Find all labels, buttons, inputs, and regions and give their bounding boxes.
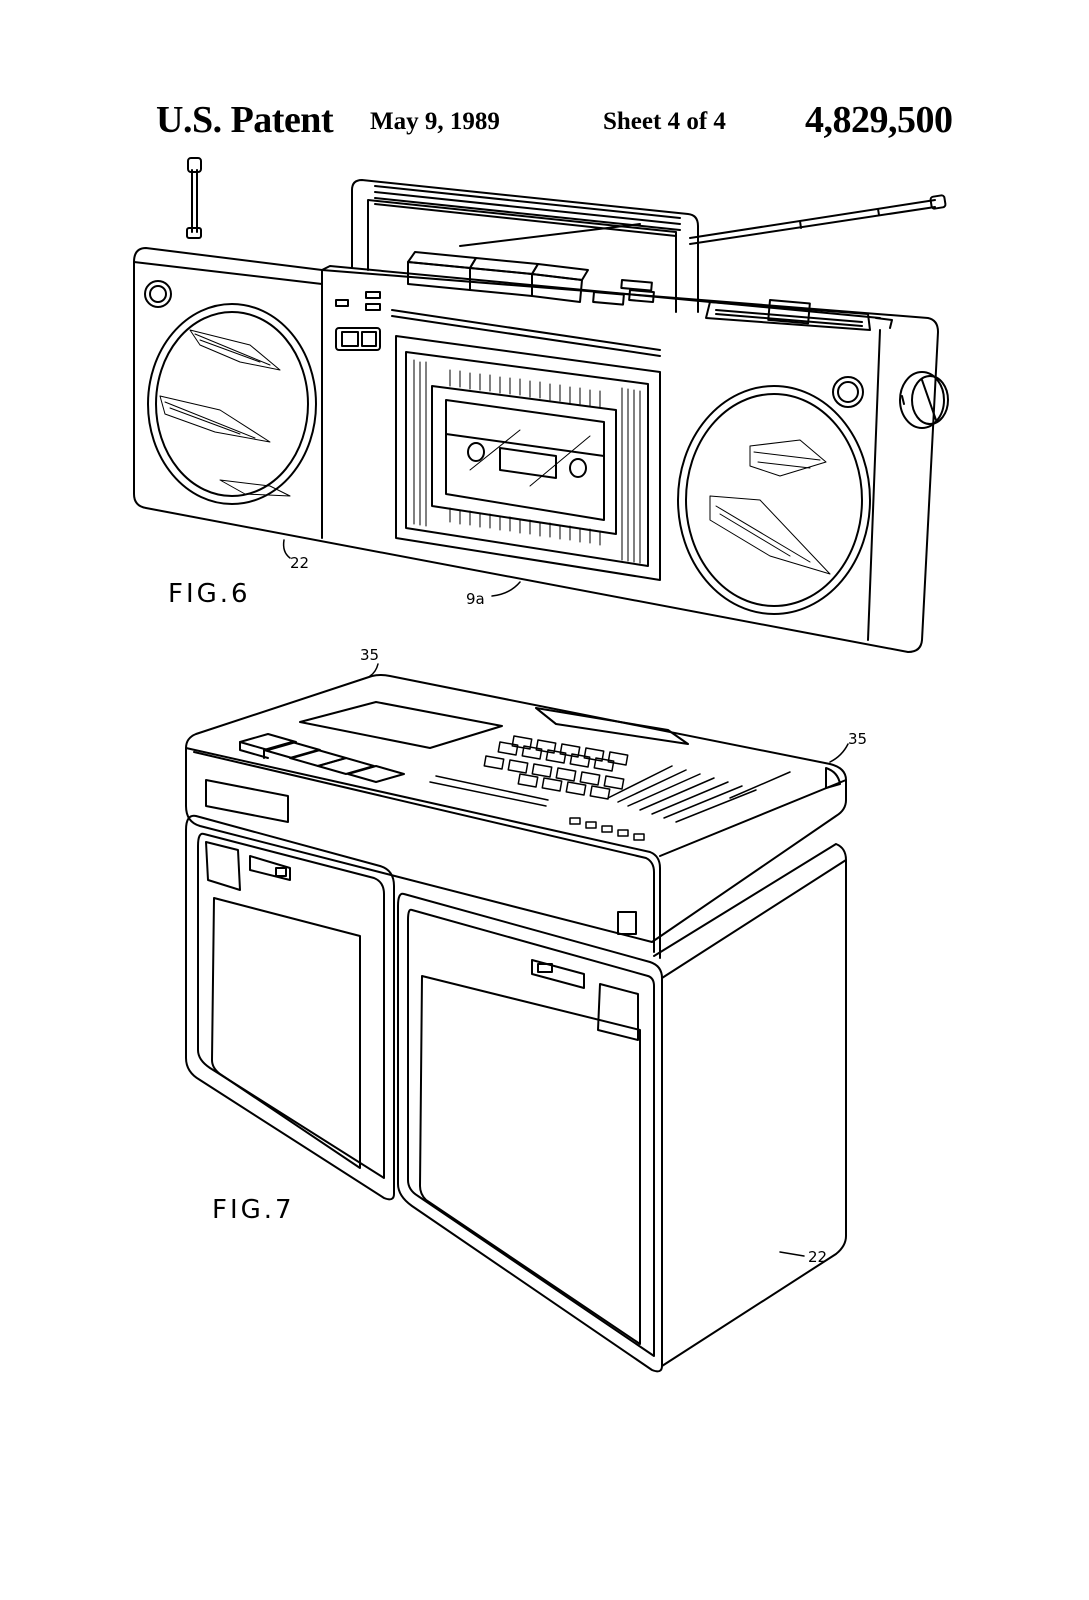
- left-speaker-box: [185, 814, 395, 1201]
- cassette-door: [395, 335, 661, 581]
- patent-title: U.S. Patent: [156, 99, 334, 141]
- deck-corner-button: [617, 911, 637, 935]
- deck-keys: [239, 733, 405, 783]
- switch-control: [335, 327, 381, 351]
- fig6-ref-9a: 9a: [466, 590, 485, 608]
- sheet-indicator: Sheet 4 of 4: [603, 108, 726, 135]
- fig7-ref-22: 22: [808, 1248, 827, 1266]
- transport-keys: [407, 251, 655, 306]
- telescopic-antenna: [689, 194, 947, 245]
- patent-date: May 9, 1989: [370, 108, 500, 135]
- fig7-ref-35-top: 35: [360, 646, 379, 664]
- fig7-label: FIG.7: [212, 1195, 295, 1225]
- fig7-ref-35-right: 35: [848, 730, 867, 748]
- tuning-knob: [899, 371, 949, 429]
- ref35-leader-top: [369, 663, 379, 677]
- carry-handle: [351, 179, 699, 313]
- ref35-leader-right: [829, 743, 849, 763]
- vent-slots: [607, 765, 791, 823]
- ref9a-leader: [491, 581, 521, 597]
- keypad: [429, 735, 629, 807]
- deck-unit: [185, 674, 847, 959]
- ref22-leader-fig7: [779, 1251, 805, 1257]
- fig7-drawing: [185, 663, 849, 1373]
- right-speaker-box: [397, 843, 847, 1373]
- indicator-row: [569, 817, 645, 841]
- fig6-label: FIG.6: [168, 579, 251, 609]
- right-speaker: [677, 376, 871, 615]
- tuner-panel: [705, 299, 893, 331]
- boombox-body: [133, 247, 939, 653]
- left-speaker: [144, 280, 317, 505]
- short-antenna: [186, 157, 202, 239]
- door-ribbing: [413, 359, 641, 564]
- fig6-drawing: [133, 157, 949, 653]
- patent-number: 4,829,500: [805, 99, 953, 141]
- fig6-ref-22: 22: [290, 554, 309, 572]
- small-indicator: [335, 299, 349, 307]
- ref22-leader: [282, 539, 291, 559]
